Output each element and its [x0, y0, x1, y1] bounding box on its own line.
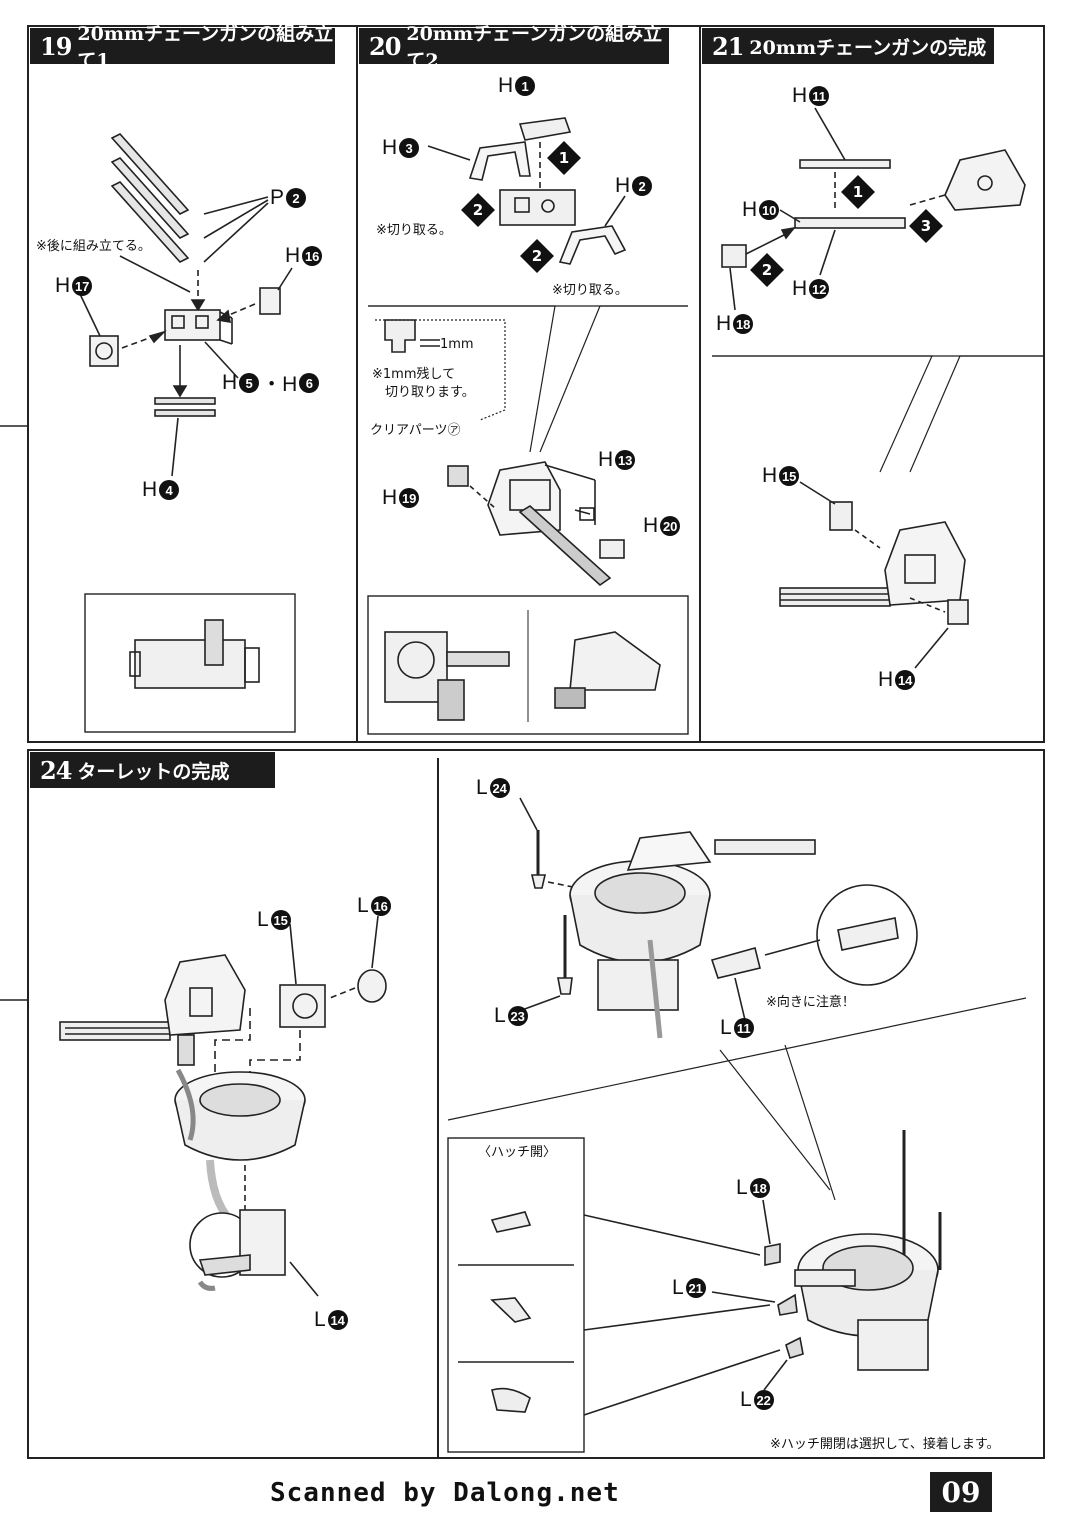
step19-drawing	[79, 133, 296, 733]
step-badge-2: 2	[520, 239, 554, 273]
step-number: 20	[369, 31, 401, 61]
step-badge-1: 1	[841, 175, 875, 209]
step20-drawing	[367, 117, 689, 735]
note-later-assembly: ※後に組み立てる。	[36, 239, 151, 254]
note-direction: ※向きに注意！	[766, 995, 855, 1010]
step-title: 20mmチェーンガンの完成	[749, 36, 987, 59]
step-badge-3: 3	[909, 209, 943, 243]
step24-header: 24 ターレットの完成	[30, 752, 275, 788]
step-title: 20mmチェーンガンの組み立て1	[77, 23, 334, 72]
step-number: 24	[40, 755, 72, 785]
step-title: 20mmチェーンガンの組み立て2	[406, 23, 663, 72]
note-leave-1mm-line2: 切り取ります。	[385, 385, 475, 400]
step-number: 21	[712, 31, 744, 61]
step-badge-2: 2	[461, 193, 495, 227]
note-leave-1mm-line1: ※1mm残して	[372, 367, 456, 382]
step-badge-1: 1	[547, 141, 581, 175]
note-cut-off-2: ※切り取る。	[552, 283, 628, 298]
step21-drawing	[712, 107, 1044, 669]
step-number: 19	[40, 31, 72, 61]
note-cut-off-1: ※切り取る。	[376, 223, 452, 238]
step20-header: 20 20mmチェーンガンの組み立て2	[359, 23, 669, 72]
note-hatch-open: 〈ハッチ開〉	[478, 1145, 557, 1160]
note-hatch-select: ※ハッチ開閉は選択して、接着します。	[770, 1437, 1000, 1452]
step24-left-drawing	[59, 915, 387, 1297]
note-clear-part: クリアパーツ㋐	[370, 423, 461, 438]
step24-right-drawing	[447, 797, 1027, 1453]
step19-header: 19 20mmチェーンガンの組み立て1	[30, 23, 335, 72]
scanned-by-credit: Scanned by Dalong.net	[270, 1478, 620, 1508]
step-title: ターレットの完成	[77, 760, 230, 783]
step21-header: 21 20mmチェーンガンの完成	[702, 28, 994, 64]
step-badge-2: 2	[750, 253, 784, 287]
page-number: 09	[930, 1472, 992, 1512]
note-one-mm: 1mm	[440, 337, 474, 352]
